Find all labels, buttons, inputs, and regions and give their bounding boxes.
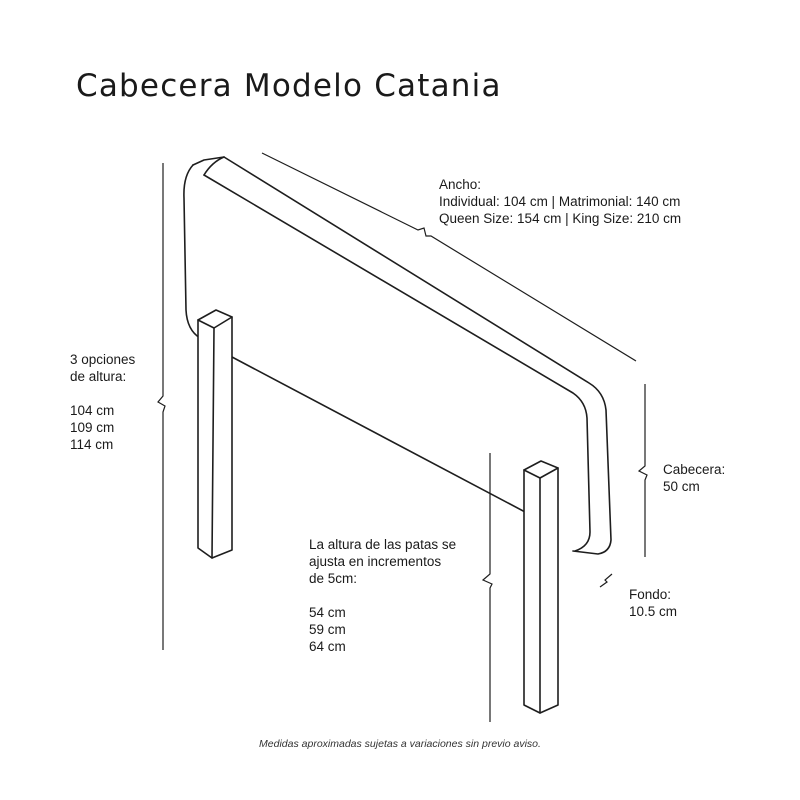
headboard-panel — [183, 156, 612, 555]
width-label: Ancho: Individual: 104 cm | Matrimonial:… — [439, 176, 681, 227]
legs-option: 64 cm — [309, 639, 346, 654]
headboard-value: 50 cm — [663, 479, 700, 494]
height-options-label: 3 opciones de altura: 104 cm 109 cm 114 … — [70, 351, 135, 453]
depth-heading: Fondo: — [629, 587, 672, 602]
legs-option: 59 cm — [309, 622, 346, 637]
total-height-dimension-line — [157, 163, 166, 650]
width-sizes-line-2: Queen Size: 154 cm | King Size: 210 cm — [439, 211, 682, 226]
legs-text-line-1: La altura de las patas se — [309, 537, 457, 552]
depth-dimension-line — [599, 573, 613, 588]
width-heading: Ancho: — [439, 177, 482, 192]
headboard-heading: Cabecera: — [663, 462, 726, 477]
legs-text-line-3: de 5cm: — [309, 571, 358, 586]
depth-label: Fondo: 10.5 cm — [629, 586, 677, 620]
width-sizes-line-1: Individual: 104 cm | Matrimonial: 140 cm — [439, 194, 681, 209]
footnote: Medidas aproximadas sujetas a variacione… — [259, 738, 541, 750]
height-heading-2: de altura: — [70, 369, 127, 384]
diagram-title: Cabecera Modelo Catania — [76, 68, 502, 104]
width-dimension-line — [261, 152, 637, 362]
legs-text-line-2: ajusta en incrementos — [309, 554, 442, 569]
legs-height-label: La altura de las patas se ajusta en incr… — [309, 536, 456, 655]
right-leg — [523, 460, 559, 714]
height-option: 114 cm — [70, 437, 114, 452]
headboard-height-dimension-line — [637, 384, 648, 557]
depth-value: 10.5 cm — [629, 604, 678, 619]
height-option: 109 cm — [70, 420, 115, 435]
height-option: 104 cm — [70, 403, 115, 418]
headboard-height-label: Cabecera: 50 cm — [663, 461, 725, 495]
legs-height-dimension-line — [481, 453, 493, 722]
height-heading-1: 3 opciones — [70, 352, 136, 367]
legs-option: 54 cm — [309, 605, 346, 620]
left-leg — [197, 309, 233, 559]
